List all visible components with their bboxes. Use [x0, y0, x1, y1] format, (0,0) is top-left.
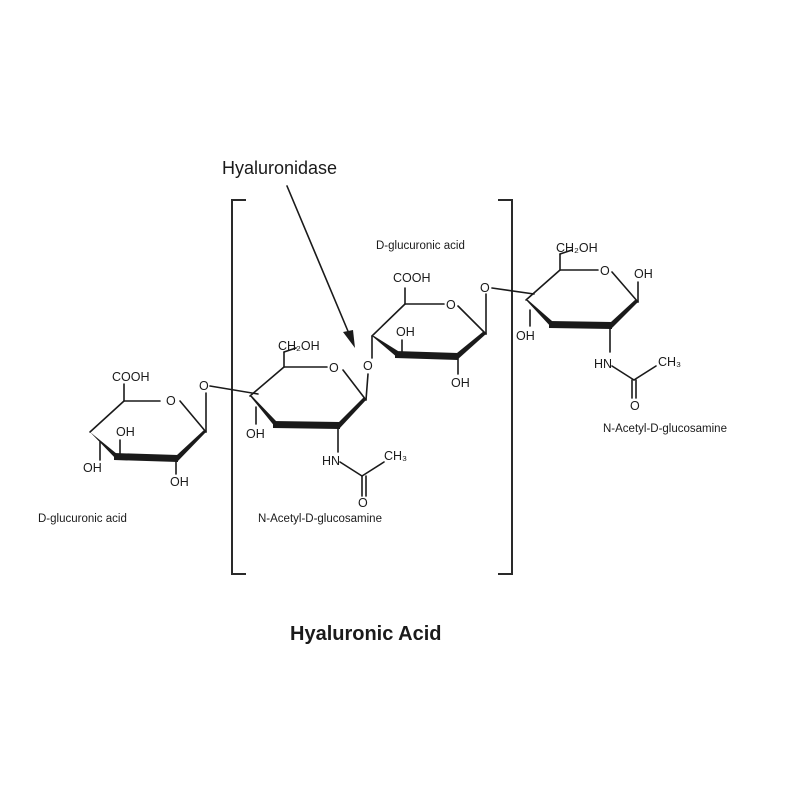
atom-label: OH [516, 329, 535, 343]
bond-line [250, 396, 276, 428]
enzyme-label: Hyaluronidase [222, 158, 337, 178]
bond-line [371, 303, 406, 337]
bond-line [179, 400, 207, 433]
bond-line [491, 287, 535, 295]
bond-line [342, 369, 367, 401]
atom-label: O [630, 399, 640, 413]
unit-3-glucuronic-acid: COOH OH OH O D-glucuronic acid [371, 240, 487, 390]
bond-line [177, 430, 206, 462]
bond-line [633, 365, 657, 381]
unit-4-acetylglucosamine: CH₂OH OH OH HN CH₃ O O N-Acetyl-D-glucos… [516, 241, 727, 435]
diagram-title: Hyaluronic Acid [290, 623, 442, 645]
atom-label: COOH [393, 271, 431, 285]
unit-4-label: N-Acetyl-D-glucosamine [603, 423, 727, 435]
bond-line [526, 300, 552, 328]
bond-line [457, 305, 487, 335]
ring-oxygen: O [329, 361, 339, 375]
unit-1-label: D-glucuronic acid [38, 513, 127, 525]
bond-line [611, 365, 635, 381]
ring-oxygen: O [166, 394, 176, 408]
bond-line [395, 351, 458, 360]
bond-line [249, 366, 285, 397]
atom-label: CH₃ [384, 449, 407, 463]
bond-line [372, 336, 398, 358]
atom-label: OH [83, 461, 102, 475]
bond-line [611, 299, 638, 329]
cleavage-arrow [286, 185, 351, 337]
bond-line [611, 271, 639, 303]
atom-label: OH [170, 475, 189, 489]
bond-line [90, 432, 117, 460]
bond-line [273, 421, 340, 429]
glycosidic-oxygen-3: O [480, 281, 490, 295]
ring-oxygen: O [600, 264, 610, 278]
bond-line [361, 461, 385, 477]
bond-line [457, 331, 486, 360]
atom-label: HN [594, 357, 612, 371]
atom-label: O [358, 496, 368, 510]
atom-label: OH [116, 425, 135, 439]
glycosidic-oxygen-2: O [363, 359, 373, 373]
unit-2-acetylglucosamine: CH₂OH OH HN CH₃ O O N-Acetyl-D-glucosami… [246, 339, 407, 525]
bond-line [283, 347, 297, 353]
bond-line [114, 453, 178, 462]
left-bracket [231, 199, 246, 575]
bond-line [89, 400, 125, 433]
atom-label: OH [396, 325, 415, 339]
unit-3-label: D-glucuronic acid [376, 240, 465, 252]
atom-label: COOH [112, 370, 150, 384]
bond-line [559, 249, 573, 255]
atom-label: CH₂OH [556, 241, 598, 255]
atom-label: OH [451, 376, 470, 390]
glycosidic-oxygen-1: O [199, 379, 209, 393]
atom-label: CH₂OH [278, 339, 320, 353]
bond-line [339, 461, 363, 477]
ring-oxygen: O [446, 298, 456, 312]
bond-line [365, 373, 369, 401]
atom-label: OH [246, 427, 265, 441]
bond-line [525, 269, 561, 301]
bond-line [339, 397, 366, 429]
atom-label: CH₃ [658, 355, 681, 369]
bond-line [549, 321, 612, 329]
unit-2-label: N-Acetyl-D-glucosamine [258, 513, 382, 525]
atom-label: OH [634, 267, 653, 281]
unit-1-glucuronic-acid: O COOH OH OH OH D-glucuronic acid [38, 370, 207, 525]
right-bracket [498, 199, 513, 575]
arrow-head-icon [343, 330, 355, 348]
bond-line [209, 385, 259, 395]
atom-label: HN [322, 454, 340, 468]
